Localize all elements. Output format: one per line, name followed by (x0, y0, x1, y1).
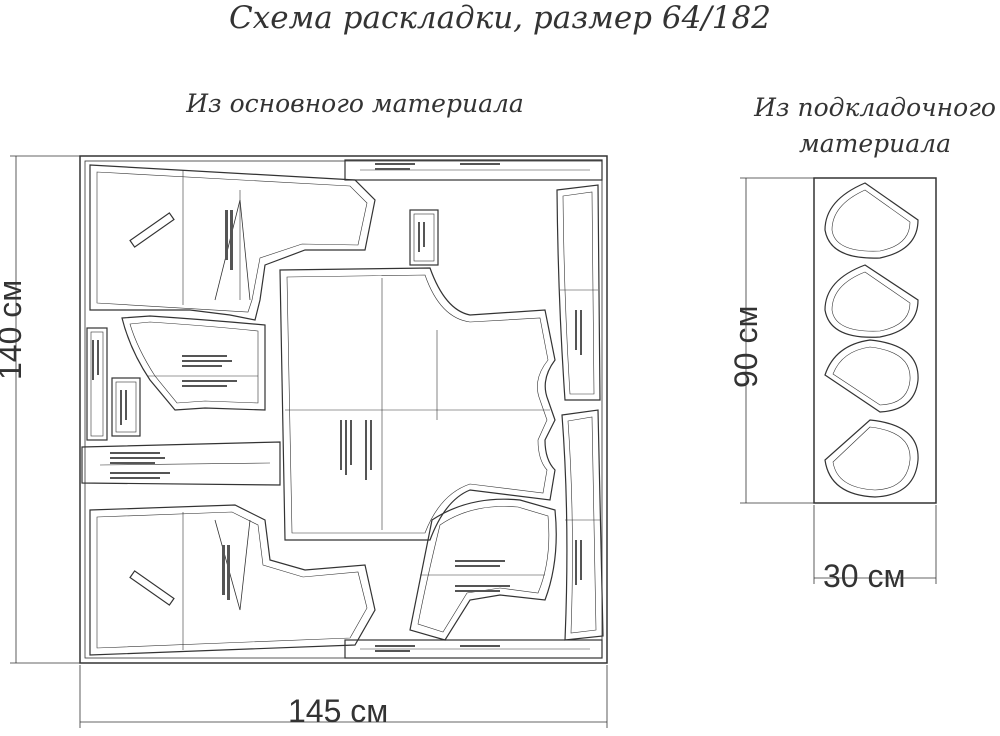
sleeve-piece-upper (121, 315, 266, 411)
height-dimension-line (10, 155, 80, 664)
right-strip-lower (561, 409, 604, 641)
lining-label-line1: Из подкладочного (754, 93, 996, 122)
width-dimension-line (79, 665, 608, 728)
dim-main-height: 140 см (0, 279, 28, 380)
back-panel-center (279, 267, 556, 541)
main-material-label: Из основного материала (186, 89, 524, 118)
pocket-piece-3 (824, 339, 919, 413)
bottom-strip-piece (344, 639, 603, 659)
dim-lining-width: 30 см (823, 558, 906, 594)
page-title: Схема раскладки, размер 64/182 (229, 0, 771, 36)
side-strip-left (81, 441, 281, 486)
small-piece-c (111, 377, 141, 437)
small-piece-b (86, 327, 108, 441)
main-fabric-border (79, 155, 608, 664)
lining-fabric-border (813, 177, 937, 504)
lining-dimension-lines (740, 177, 937, 584)
pocket-piece-4 (824, 419, 919, 498)
front-panel-upper (89, 164, 376, 321)
pocket-piece-2 (824, 264, 919, 338)
right-strip-upper (556, 184, 601, 401)
pocket-piece-1 (824, 182, 919, 259)
front-panel-lower (89, 504, 376, 656)
sleeve-piece-lower (409, 498, 557, 641)
dim-lining-height: 90 см (728, 305, 764, 388)
dim-main-width: 145 см (288, 693, 389, 729)
lining-label-line2: материала (799, 129, 951, 158)
small-piece-a (409, 209, 439, 266)
